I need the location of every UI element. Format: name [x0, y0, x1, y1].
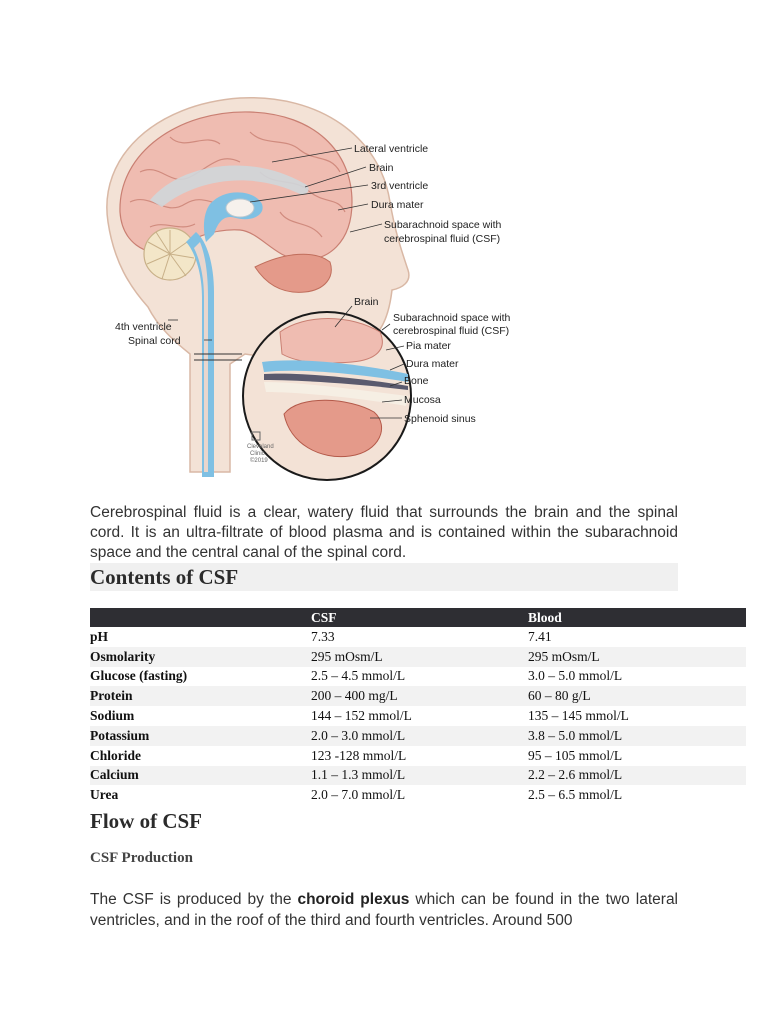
contents-heading: Contents of CSF [90, 563, 678, 591]
row-csf-value: 1.1 – 1.3 mmol/L [311, 765, 528, 786]
flow-heading: Flow of CSF [90, 809, 202, 833]
table-row: Chloride 123 -128 mmol/L 95 – 105 mmol/L [90, 746, 746, 766]
row-parameter: Sodium [90, 708, 135, 724]
row-blood-value: 3.8 – 5.0 mmol/L [528, 725, 746, 746]
choroid-plexus-term: choroid plexus [297, 891, 410, 908]
label-brain: Brain [369, 162, 394, 174]
label-subarachnoid-2: cerebrospinal fluid (CSF) [384, 233, 500, 245]
production-text-end: which can be found in the two lateral ve… [90, 891, 679, 929]
inset-label-subarachnoid-2: cerebrospinal fluid (CSF) [393, 325, 509, 337]
row-csf-value: 2.0 – 7.0 mmol/L [311, 787, 406, 803]
lateral-ventricle-shape [150, 165, 309, 207]
row-csf-value: 2.0 – 3.0 mmol/L [311, 725, 528, 746]
inset-label-brain: Brain [354, 296, 379, 308]
credit-line-1: Cleveland [247, 444, 274, 450]
row-parameter: pH [90, 628, 109, 644]
header-blood: Blood [528, 608, 746, 627]
row-parameter: Protein [90, 686, 311, 707]
inset-label-sphenoid-sinus: Sphenoid sinus [404, 413, 476, 425]
row-parameter: Urea [90, 787, 119, 803]
row-blood-value: 3.0 – 5.0 mmol/L [528, 668, 623, 684]
credit-line-3: ©2019 [250, 457, 268, 464]
credit-line-2: Clinic [250, 451, 265, 457]
inset-bone [264, 382, 408, 406]
inset-label-mucosa: Mucosa [404, 394, 441, 406]
label-spinal-cord: Spinal cord [128, 335, 181, 347]
row-csf-value: 2.5 – 4.5 mmol/L [311, 668, 406, 684]
row-parameter: Potassium [90, 725, 311, 746]
intro-paragraph: Cerebrospinal fluid is a clear, watery f… [90, 504, 678, 561]
spinal-cord [194, 242, 208, 472]
production-heading: CSF Production [90, 850, 193, 866]
leader-lines [168, 147, 405, 419]
inset-brain [279, 318, 383, 364]
table-row: pH 7.33 7.41 [90, 627, 746, 647]
label-3rd-ventricle: 3rd ventricle [371, 180, 428, 192]
inset-label-dura-mater: Dura mater [406, 358, 459, 370]
row-csf-value: 144 – 152 mmol/L [311, 708, 412, 724]
inset-dura [264, 373, 408, 390]
table-header-row: CSF Blood [90, 608, 746, 627]
production-paragraph: The CSF is produced by the choroid plexu… [90, 889, 678, 931]
row-blood-value: 2.2 – 2.6 mmol/L [528, 765, 746, 786]
row-blood-value: 7.41 [528, 628, 552, 644]
inset-sinus [283, 399, 383, 458]
cleveland-clinic-logo [251, 431, 261, 441]
row-blood-value: 95 – 105 mmol/L [528, 747, 623, 763]
row-parameter: Chloride [90, 747, 142, 763]
table-row: Urea 2.0 – 7.0 mmol/L 2.5 – 6.5 mmol/L [90, 785, 746, 805]
table-row: Glucose (fasting) 2.5 – 4.5 mmol/L 3.0 – 5… [90, 667, 746, 687]
row-csf-value: 200 – 400 mg/L [311, 686, 528, 707]
row-parameter: Calcium [90, 765, 311, 786]
production-text-start: The CSF is produced by the [90, 891, 298, 908]
inset-label-bone: Bone [404, 375, 429, 387]
row-parameter: Glucose (fasting) [90, 668, 188, 684]
header-csf: CSF [311, 608, 528, 627]
row-csf-value: 295 mOsm/L [311, 646, 528, 667]
row-parameter: Osmolarity [90, 646, 311, 667]
row-blood-value: 295 mOsm/L [528, 646, 746, 667]
inset-label-subarachnoid-1: Subarachnoid space with [393, 312, 510, 324]
brain-csf-illustration: Lateral ventricle Brain 3rd ventricle Du… [106, 97, 510, 481]
thalamus-shape [225, 198, 255, 218]
label-dura-mater: Dura mater [371, 199, 424, 211]
header-parameter [90, 608, 311, 627]
inset-label-pia-mater: Pia mater [406, 340, 451, 352]
nasal-cavity [254, 253, 332, 293]
label-lateral-ventricle: Lateral ventricle [354, 143, 428, 155]
row-csf-value: 123 -128 mmol/L [311, 747, 407, 763]
row-blood-value: 135 – 145 mmol/L [528, 708, 629, 724]
table-row: Sodium 144 – 152 mmol/L 135 – 145 mmol/L [90, 706, 746, 726]
label-4th-ventricle: 4th ventricle [115, 321, 172, 333]
label-subarachnoid-1: Subarachnoid space with [384, 219, 501, 231]
row-blood-value: 2.5 – 6.5 mmol/L [528, 787, 623, 803]
row-blood-value: 60 – 80 g/L [528, 686, 746, 707]
row-csf-value: 7.33 [311, 628, 335, 644]
inset-csf [262, 360, 408, 382]
